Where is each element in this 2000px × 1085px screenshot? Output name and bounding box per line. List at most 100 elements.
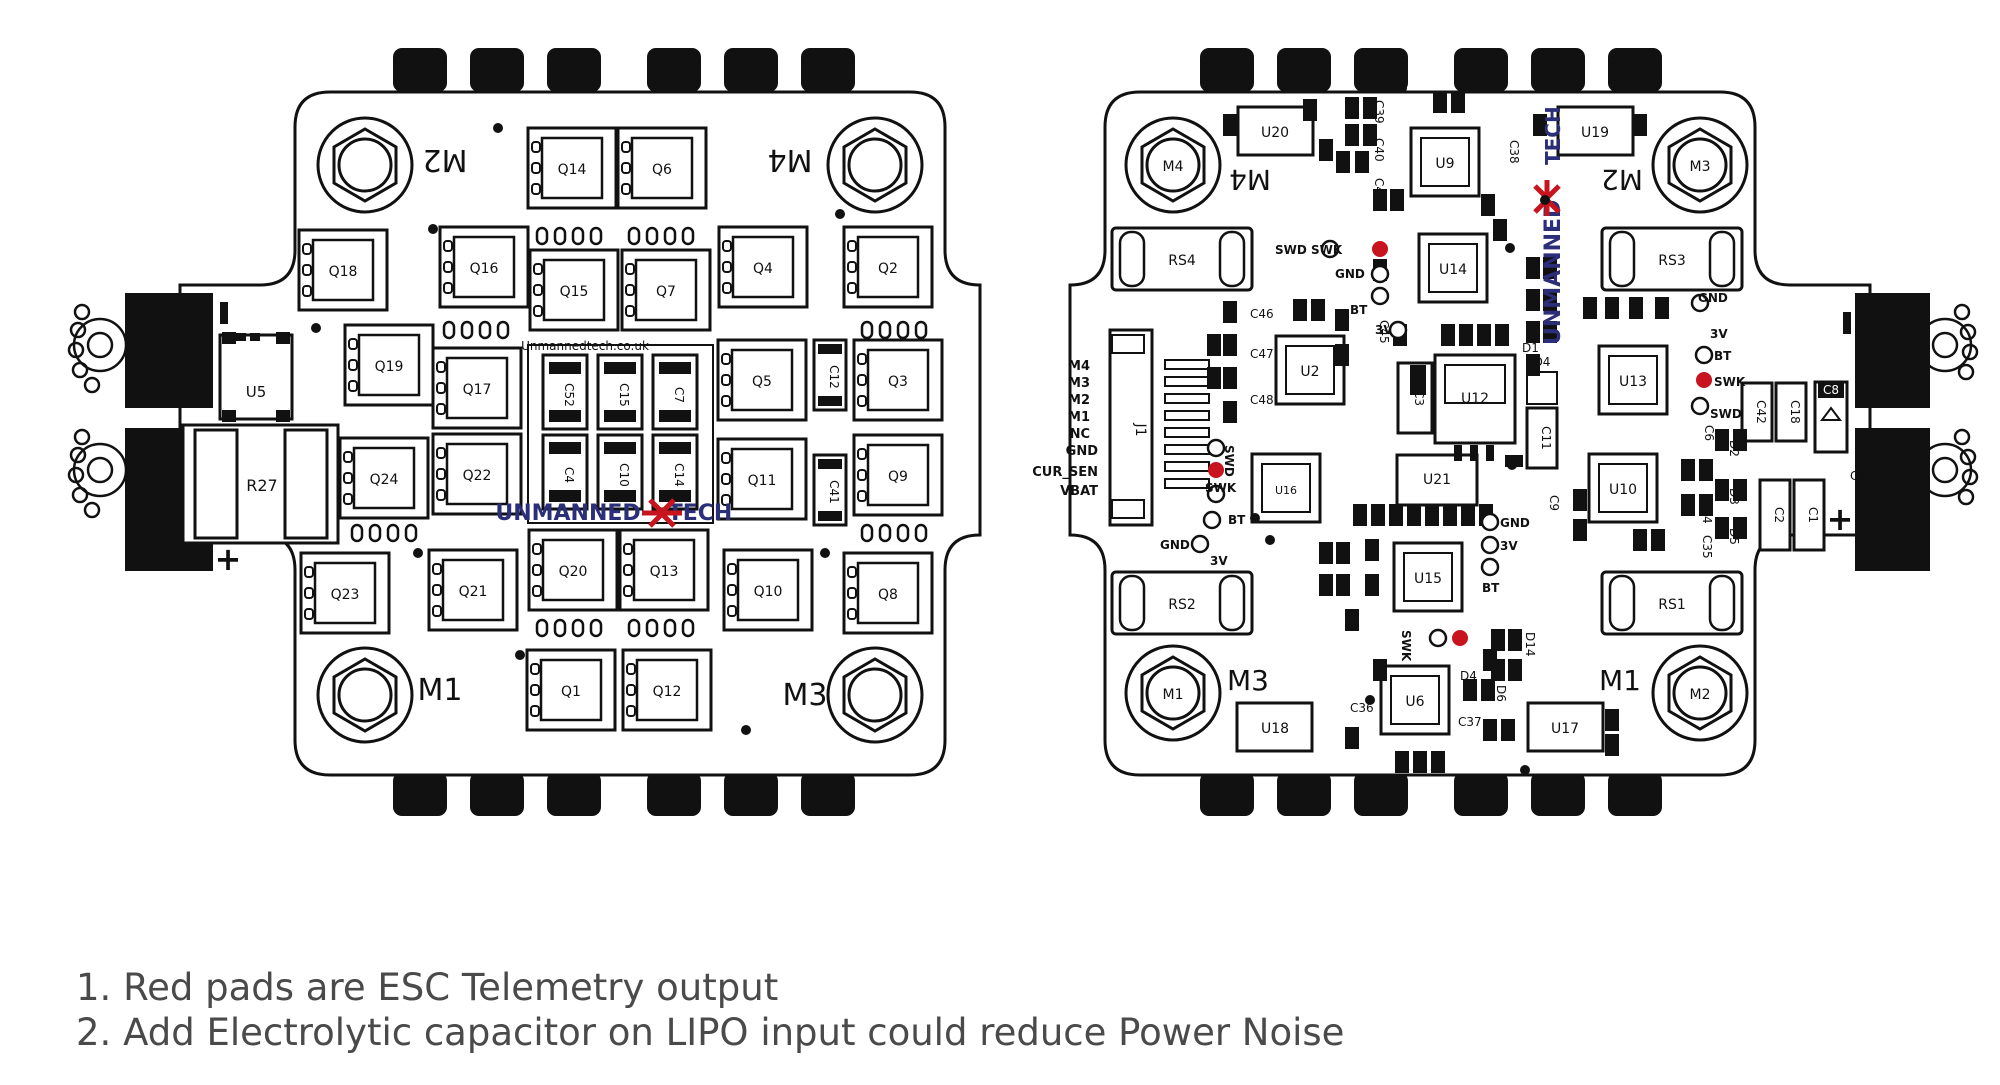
- fc-motor-hole: M2: [1651, 644, 1749, 742]
- svg-text:Q24: Q24: [370, 472, 399, 488]
- svg-text:U20: U20: [1261, 125, 1289, 141]
- svg-text:C11: C11: [1539, 426, 1553, 450]
- fc-label-d5: D6: [1494, 685, 1508, 702]
- svg-text:UNMANNED: UNMANNED: [495, 501, 640, 526]
- fc-pad-label-swd: SWD: [1222, 445, 1236, 477]
- svg-text:Q8: Q8: [878, 587, 898, 603]
- svg-text:Q5: Q5: [752, 374, 772, 390]
- esc-capacitor: C52: [541, 353, 589, 431]
- fc-motor-hole: M1: [1124, 644, 1222, 742]
- fc-pin-label: M3: [1068, 376, 1090, 391]
- fc-chip: U9: [1409, 126, 1481, 198]
- notes: 1. Red pads are ESC Telemetry output 2. …: [76, 965, 1344, 1055]
- esc-mosfet: Q1: [525, 648, 617, 732]
- fc-label-d14: D1: [1522, 341, 1539, 355]
- esc-mosfet: Q19: [343, 323, 435, 407]
- svg-text:C18: C18: [1788, 400, 1802, 424]
- fc-bottom-pads: [1200, 772, 1662, 816]
- esc-mosfet: Q8: [842, 551, 934, 635]
- svg-text:C42: C42: [1754, 400, 1768, 424]
- note-line: 1. Red pads are ESC Telemetry output: [76, 966, 779, 1009]
- esc-mosfet: Q4: [717, 225, 809, 309]
- svg-text:RS3: RS3: [1658, 253, 1686, 269]
- fc-vias: [1250, 83, 1550, 775]
- fc-board: + M4 M3 M1 M2 M4 M2 M3 M1 RS4 RS3 RS2 RS…: [1032, 48, 1979, 816]
- esc-mosfet: Q17: [431, 346, 523, 430]
- fc-pad-label-3v: 3V: [1500, 539, 1518, 553]
- esc-mount-hole-br: [826, 646, 924, 744]
- fc-label-d7: D14: [1523, 632, 1537, 657]
- esc-mosfet: Q12: [621, 648, 713, 732]
- esc-mosfet: Q22: [431, 432, 523, 516]
- svg-text:M2: M2: [1690, 687, 1711, 703]
- esc-website-text: Unmannedtech.co.uk: [521, 339, 649, 353]
- fc-corner-label-tl: M4: [1229, 163, 1271, 196]
- fc-label-c48: C48: [1250, 393, 1274, 407]
- fc-pad-label-gnd: GND: [1500, 516, 1530, 530]
- esc-r27: R27: [181, 423, 340, 545]
- fc-pin-label: M4: [1068, 359, 1090, 374]
- fc-shunt: RS3: [1600, 226, 1744, 292]
- fc-label-c38: C38: [1507, 140, 1521, 164]
- svg-text:U10: U10: [1609, 482, 1637, 498]
- fc-battery-pad-bottom: [1855, 428, 1930, 571]
- svg-text:C14: C14: [672, 463, 686, 487]
- fc-label-c35: C37: [1458, 715, 1482, 729]
- svg-text:Q14: Q14: [558, 162, 587, 178]
- fc-capacitor: C42: [1740, 381, 1774, 443]
- esc-motor-label-m1: M1: [418, 673, 463, 708]
- fc-chip: U6: [1379, 664, 1451, 736]
- fc-wire-loops: [1917, 303, 1979, 506]
- esc-battery-pad-top: [125, 293, 213, 408]
- svg-text:C12: C12: [827, 365, 841, 389]
- svg-text:Q20: Q20: [559, 564, 588, 580]
- esc-capacitor: C10: [596, 433, 644, 511]
- svg-text:Q15: Q15: [560, 284, 589, 300]
- fc-capacitor: C1: [1792, 478, 1826, 552]
- esc-mosfet: Q6: [616, 126, 708, 210]
- esc-capacitor: C12: [812, 338, 848, 412]
- svg-text:RS4: RS4: [1168, 253, 1196, 269]
- fc-pad-label-bt: BT: [1350, 303, 1368, 317]
- svg-text:Q19: Q19: [375, 359, 404, 375]
- fc-pad-label-gnd: GND: [1335, 267, 1365, 281]
- fc-chip: U10: [1587, 452, 1659, 524]
- svg-text:Q9: Q9: [888, 469, 908, 485]
- fc-corner-label-br: M1: [1599, 664, 1641, 697]
- svg-text:U15: U15: [1414, 571, 1442, 587]
- fc-pin-label: NC: [1070, 427, 1090, 442]
- esc-brand-logo: UNMANNED TECH: [495, 498, 732, 528]
- fc-chip: U2: [1274, 334, 1346, 406]
- fc-pad-label-gnd: GND: [1160, 538, 1190, 552]
- fc-chip: U13: [1597, 344, 1669, 416]
- fc-chip: U14: [1417, 232, 1489, 304]
- esc-mosfet: Q18: [297, 228, 389, 312]
- esc-u5: U5: [218, 332, 294, 422]
- esc-mosfet: Q9: [852, 433, 944, 517]
- esc-mosfet: Q2: [842, 225, 934, 309]
- fc-pad-label-swd: SWD: [1710, 407, 1742, 421]
- svg-text:C4: C4: [562, 467, 576, 483]
- fc-pad-text: SWD SWK GND BT 3V GND 3V BT SWK SWD SWD …: [1160, 243, 1746, 662]
- fc-pad-label-gnd: GND: [1698, 291, 1728, 305]
- esc-board: + U5 R27 M2 M4 M1 M3 Unmannedtech.co.uk: [67, 48, 982, 816]
- fc-motor-hole: M4: [1124, 116, 1222, 214]
- esc-capacitor: C7: [651, 353, 699, 431]
- fc-pin-label: VBAT: [1060, 484, 1098, 499]
- svg-text:Q22: Q22: [463, 468, 492, 484]
- svg-text:U16: U16: [1275, 484, 1297, 497]
- fc-capacitor: C18: [1774, 381, 1808, 443]
- fc-label-c3: C3: [1850, 469, 1866, 483]
- svg-text:U13: U13: [1619, 374, 1647, 390]
- fc-chip: U21: [1395, 453, 1479, 507]
- fc-plus-sign: +: [1827, 500, 1854, 538]
- esc-capacitor: C14: [651, 433, 699, 511]
- svg-text:U17: U17: [1551, 721, 1579, 737]
- svg-text:C8: C8: [1823, 383, 1839, 397]
- svg-text:C2: C2: [1772, 507, 1786, 523]
- esc-mosfet: Q14: [526, 126, 618, 210]
- fc-chip: U17: [1526, 701, 1605, 753]
- esc-mount-hole-bl: [316, 646, 414, 744]
- svg-text:Q18: Q18: [329, 264, 358, 280]
- fc-top-pads: [1200, 48, 1662, 92]
